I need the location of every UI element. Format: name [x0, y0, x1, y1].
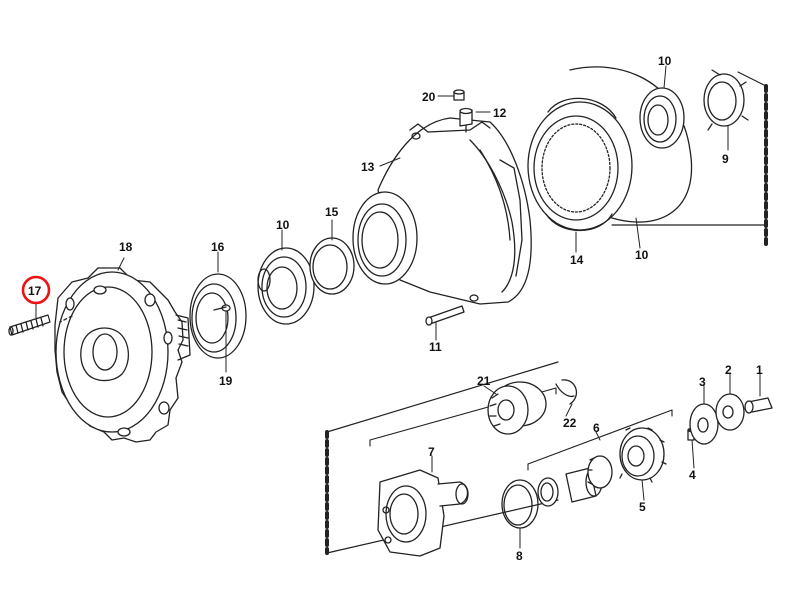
snap-ring-23 — [555, 379, 578, 405]
sun-gear-22 — [487, 381, 547, 435]
upper-frame-dashed — [611, 71, 768, 250]
snap-ring-8 — [501, 479, 539, 529]
label-3: 3 — [699, 375, 706, 389]
label-22: 21 — [477, 374, 491, 388]
ring-gear-15 — [527, 97, 633, 232]
label-17: 16 — [211, 240, 225, 254]
plug-21 — [453, 89, 465, 101]
hub-flange-19 — [54, 267, 191, 443]
ring-16 — [309, 237, 355, 295]
hub-housing-14 — [352, 117, 532, 305]
label-7: 7 — [428, 445, 435, 459]
label-2: 2 — [725, 363, 732, 377]
label-10-right: 10 — [658, 54, 672, 68]
label-5: 5 — [639, 500, 646, 514]
label-21: 20 — [422, 90, 436, 104]
label-4: 4 — [689, 468, 696, 482]
bearing-10-left — [257, 247, 315, 325]
label-20: 19 — [219, 374, 233, 388]
bearing-10-right — [639, 87, 685, 149]
label-11: 10 — [635, 248, 649, 262]
planet-gear-5 — [619, 427, 667, 483]
stud-bolt-18 — [8, 314, 51, 336]
label-16: 15 — [325, 205, 339, 219]
bolt-1 — [744, 397, 773, 414]
label-19: 18 — [119, 240, 133, 254]
label-14: 13 — [361, 160, 375, 174]
label-13: 12 — [493, 106, 507, 120]
label-23: 22 — [563, 416, 577, 430]
leader-lines — [35, 65, 761, 549]
label-12: 11 — [429, 340, 442, 354]
highlight-circle — [21, 275, 51, 305]
bolt-20 — [213, 304, 231, 312]
label-15: 14 — [570, 253, 584, 267]
label-18[interactable]: 17 — [28, 284, 42, 298]
washer-2 — [715, 393, 745, 431]
label-6: 6 — [593, 421, 600, 435]
label-1: 1 — [756, 363, 763, 377]
cover-disc-11 — [569, 66, 693, 223]
fitting-13 — [459, 107, 473, 133]
lock-nut-9 — [703, 69, 749, 131]
planet-gear-set-6 — [537, 455, 613, 507]
thrust-washer-3 — [689, 403, 719, 445]
label-10-left: 10 — [276, 218, 290, 232]
bolt-12 — [425, 305, 465, 326]
planet-carrier-7 — [377, 469, 469, 557]
label-8: 8 — [516, 549, 523, 563]
seal-ring-17 — [189, 273, 247, 359]
label-9: 9 — [722, 152, 729, 166]
